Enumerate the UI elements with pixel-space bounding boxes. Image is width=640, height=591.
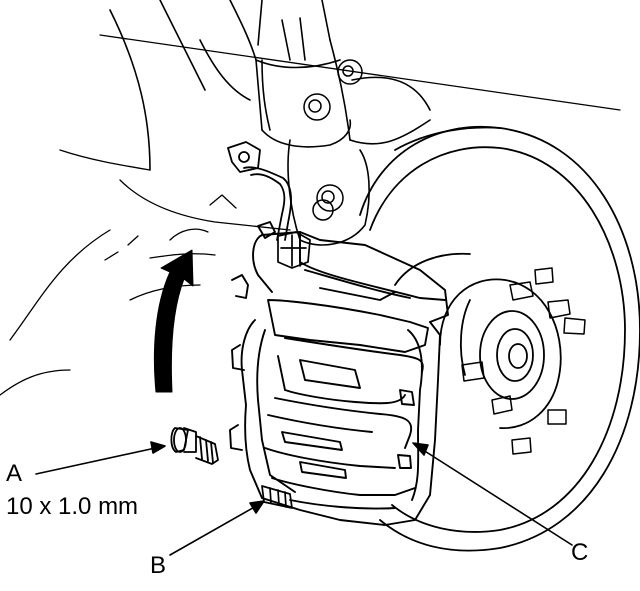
callout-a-label: A — [6, 460, 23, 487]
lower-bolt-b — [261, 485, 293, 509]
callout-c-label: C — [571, 539, 589, 566]
leader-line-c — [419, 447, 573, 546]
callout-b-label: B — [150, 552, 167, 579]
suspension-strut — [109, 0, 431, 246]
strut-bolts — [303, 59, 363, 221]
upper-bolt — [277, 231, 311, 269]
leader-line-b — [169, 504, 259, 556]
curved-up-arrow-icon — [153, 249, 194, 393]
brake-rotor — [359, 125, 640, 552]
body-lines — [0, 34, 621, 396]
callout-a-spec: 10 x 1.0 mm — [6, 493, 139, 520]
leader-arrowhead-c — [412, 442, 429, 456]
caliper-body — [229, 221, 449, 526]
leader-line-a — [35, 446, 161, 475]
lug-studs — [461, 267, 586, 455]
leader-arrowhead-b — [249, 500, 265, 514]
flange-bolt-a — [170, 427, 219, 465]
leader-lines — [35, 441, 573, 556]
brake-hose — [227, 141, 292, 241]
leader-arrowhead-a — [150, 441, 166, 454]
